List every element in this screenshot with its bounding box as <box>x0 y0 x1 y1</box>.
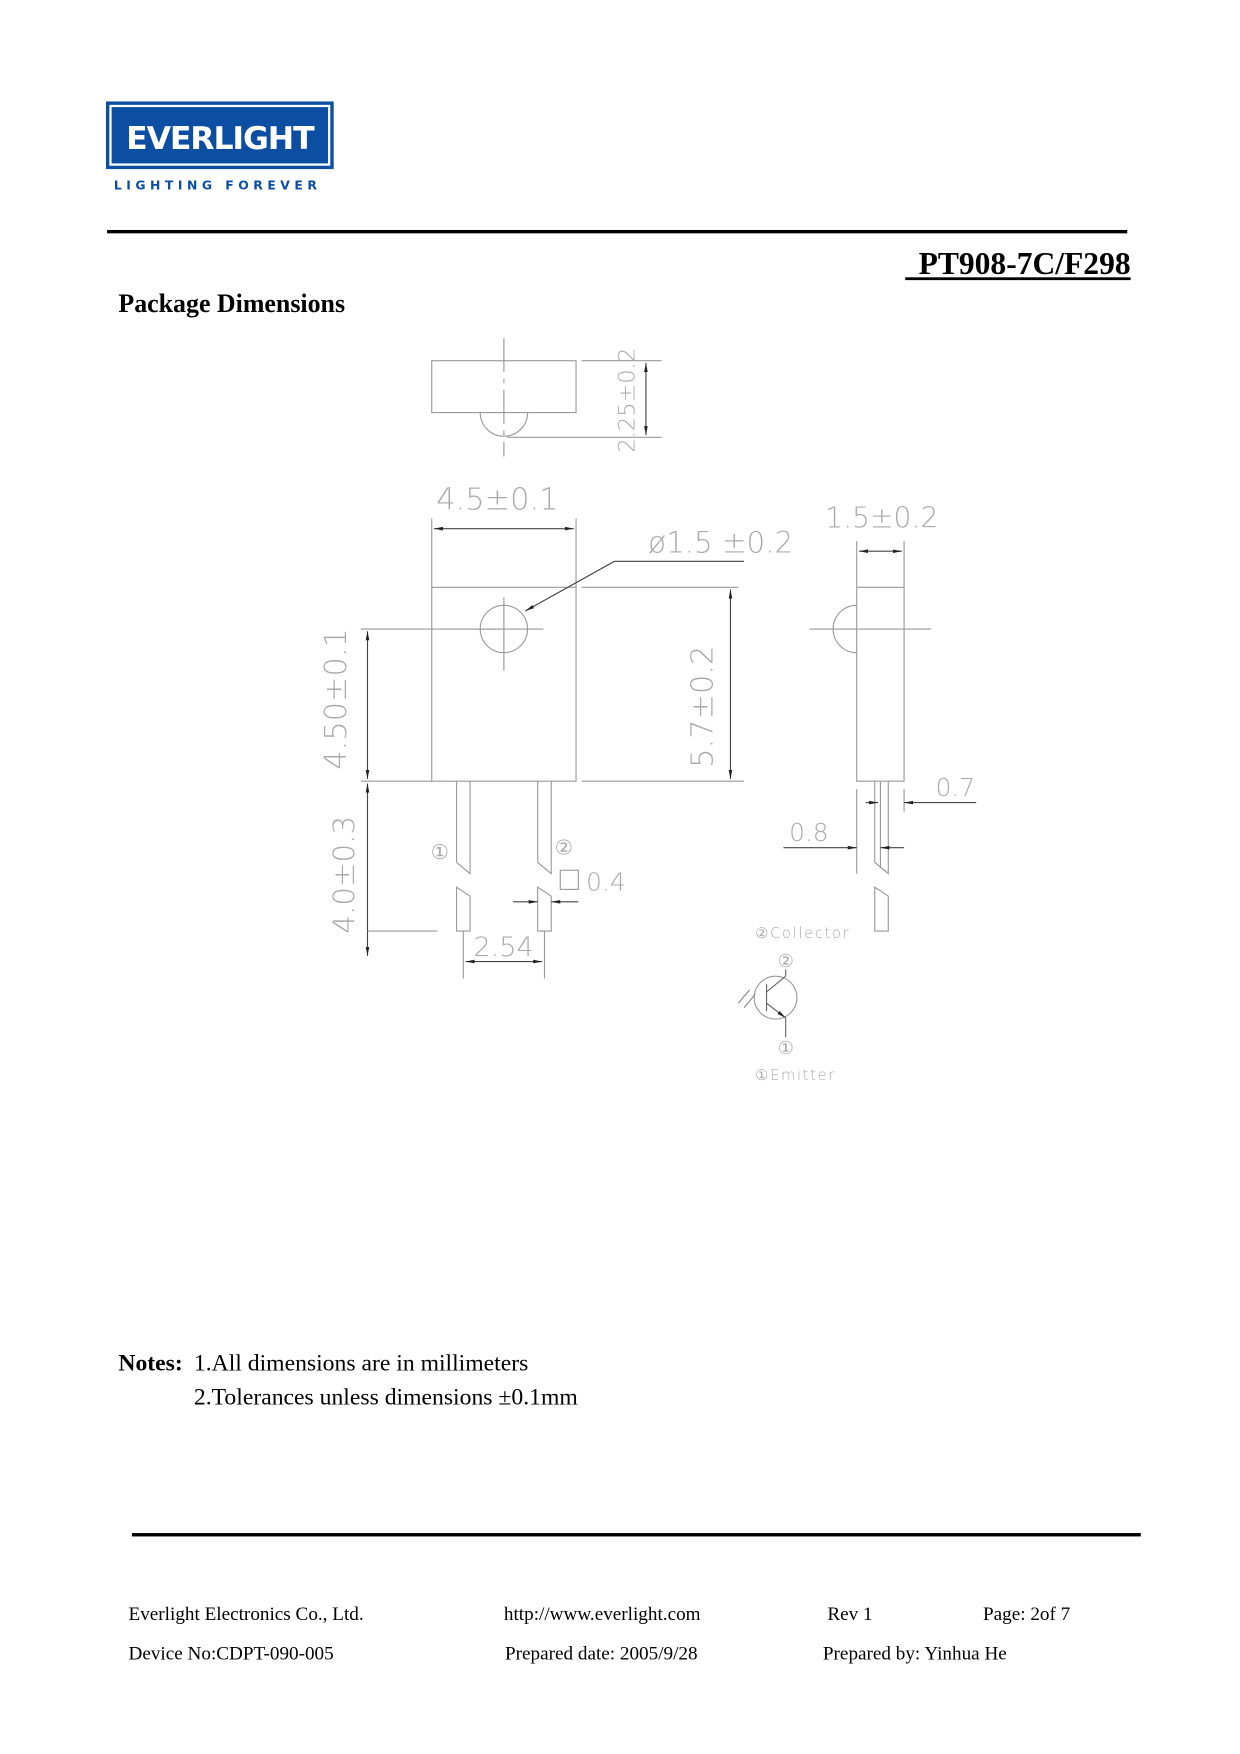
note-item: 2.Tolerances unless dimensions ±0.1mm <box>194 1385 578 1411</box>
logo-tagline: Lighting Forever <box>114 177 322 192</box>
footer-url[interactable]: http://www.everlight.com <box>504 1604 701 1625</box>
footer-prepared-by: Prepared by: Yinhua He <box>823 1643 1007 1664</box>
dim-side-08: 0.8 <box>789 818 828 847</box>
lead-1-upper <box>455 781 471 875</box>
dim-thickness: 1.5±0.2 <box>825 502 938 535</box>
pin-1-mark: ① <box>431 840 449 864</box>
dim-lead-length: 4.0±0.3 <box>327 816 361 934</box>
dim-height-top: 2.25±0.2 <box>615 348 641 453</box>
dim-lens-diameter: ø1.5 ±0.2 <box>648 525 793 559</box>
symbol-pin-2: ② <box>778 951 794 972</box>
dim-lens-height: 4.50±0.1 <box>319 628 354 770</box>
collector-label: ②Collector <box>755 925 850 942</box>
header-rule <box>107 229 1128 234</box>
lead-2-lower <box>537 886 552 932</box>
lead-1-lower <box>455 886 471 932</box>
dim-width: 4.5±0.1 <box>436 483 558 518</box>
note-item: 1.All dimensions are in millimeters <box>194 1351 528 1377</box>
footer-rule <box>131 1533 1141 1537</box>
side-view: 1.5±0.2 0.7 0.8 <box>783 502 977 932</box>
front-view: 4.5±0.1 ø1.5 ±0.2 5.7±0.2 4.50±0.1 ① ② 0… <box>319 483 793 979</box>
notes-label: Notes: <box>118 1351 182 1377</box>
dim-body-height: 5.7±0.2 <box>685 646 720 768</box>
footer: Everlight Electronics Co., Ltd. http://w… <box>129 1604 1071 1664</box>
section-title: Package Dimensions <box>118 289 345 318</box>
dim-pitch: 2.54 <box>473 932 533 963</box>
package-drawing: 2.25±0.2 4.5±0.1 ø1.5 ±0.2 5.7±0.2 4.50±… <box>319 338 977 1084</box>
footer-device-no: Device No:CDPT-090-005 <box>129 1643 334 1664</box>
everlight-logo: EVERLIGHT Lighting Forever <box>105 101 334 192</box>
footer-page: Page: 2of 7 <box>983 1604 1071 1625</box>
part-number: PT908-7C/F298 <box>919 246 1131 281</box>
dim-side-07: 0.7 <box>936 773 975 802</box>
side-lead-lower <box>874 886 889 932</box>
phototransistor-symbol: ②Collector ② ① ①Emitter <box>737 925 850 1084</box>
symbol-pin-1: ① <box>778 1038 794 1059</box>
logo-text: EVERLIGHT <box>126 121 315 157</box>
square-lead-icon <box>559 869 579 890</box>
notes: Notes: 1.All dimensions are in millimete… <box>118 1351 578 1411</box>
part-number-underline <box>905 277 1131 281</box>
footer-company: Everlight Electronics Co., Ltd. <box>129 1604 364 1625</box>
side-lead-upper <box>874 781 889 875</box>
footer-prepared-date: Prepared date: 2005/9/28 <box>505 1643 698 1664</box>
dim-lead-square: 0.4 <box>586 868 625 897</box>
emitter-label: ①Emitter <box>755 1067 836 1084</box>
top-view: 2.25±0.2 <box>431 338 662 457</box>
footer-rev: Rev 1 <box>827 1604 872 1625</box>
lead-2-upper <box>537 781 552 875</box>
pin-2-mark: ② <box>555 835 573 859</box>
